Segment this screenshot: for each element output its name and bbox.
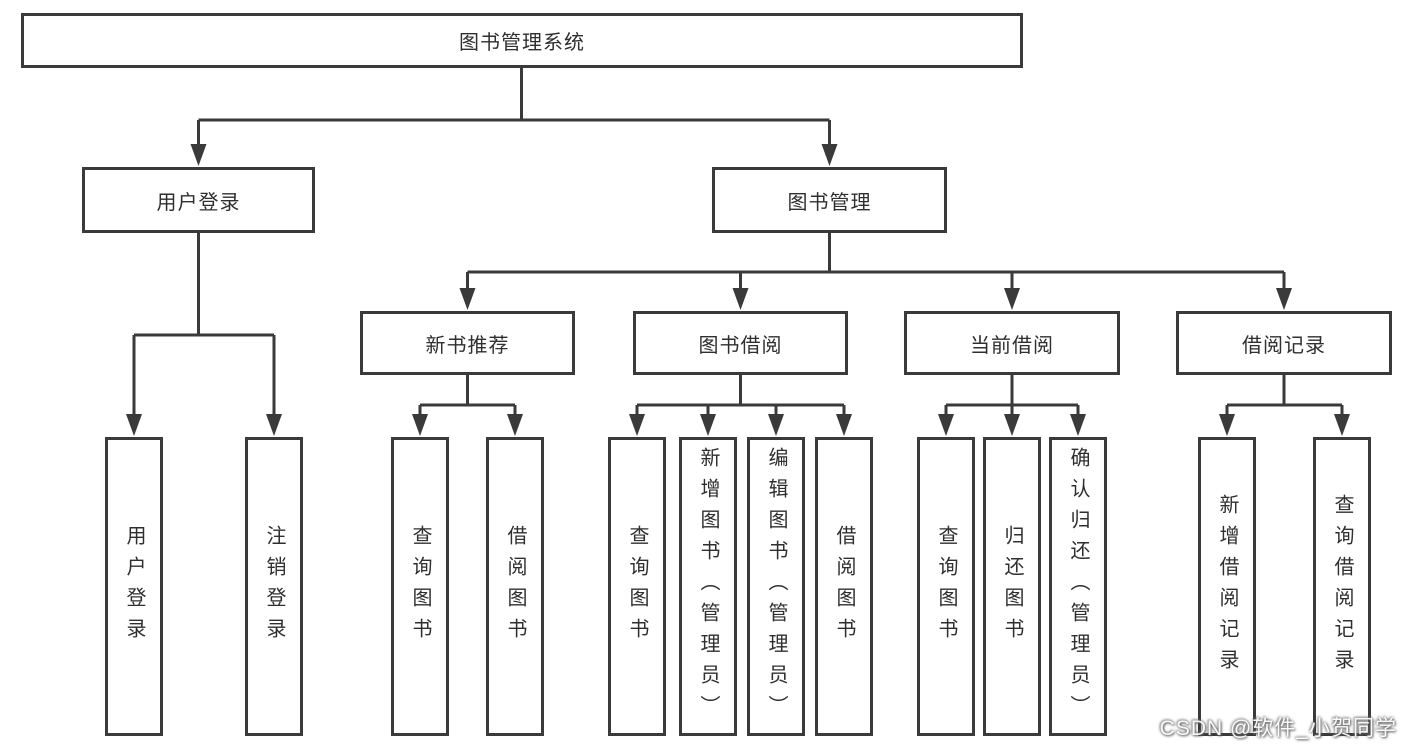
arrowhead-icon <box>768 414 784 436</box>
node-book-management: 图书管理 <box>712 167 947 233</box>
arrowhead-icon <box>700 414 716 436</box>
node-borrow-records: 借阅记录 <box>1176 311 1392 375</box>
node-label: 查询借阅记录 <box>1331 493 1353 680</box>
node-label: 新增图书（管理员） <box>697 447 719 726</box>
node-label: 查询图书 <box>409 524 431 649</box>
connector-line <box>466 233 1286 289</box>
node-label: 当前借阅 <box>970 334 1054 357</box>
arrowhead-icon <box>190 144 207 166</box>
node-label: 查询图书 <box>626 524 648 649</box>
leaf-borrow-books-recommend: 借阅图书 <box>486 437 544 736</box>
leaf-query-books-recommend: 查询图书 <box>391 437 449 736</box>
connector-line <box>418 375 517 415</box>
node-label: 图书管理系统 <box>459 32 585 54</box>
node-label: 借阅图书 <box>504 524 526 649</box>
arrowhead-icon <box>821 144 838 166</box>
node-label: 新书推荐 <box>425 334 510 357</box>
node-label: 用户登录 <box>156 191 241 214</box>
leaf-add-borrow-record: 新增借阅记录 <box>1198 437 1256 736</box>
node-label: 图书借阅 <box>698 334 783 357</box>
arrowhead-icon <box>266 414 282 436</box>
leaf-logout: 注销登录 <box>245 437 303 736</box>
leaf-return-books: 归还图书 <box>983 437 1041 736</box>
node-label: 确认归还（管理员） <box>1067 447 1089 726</box>
arrowhead-icon <box>938 414 954 436</box>
arrowhead-icon <box>459 288 476 310</box>
node-label: 借阅记录 <box>1242 334 1326 357</box>
leaf-user-login: 用户登录 <box>105 437 163 736</box>
node-new-book-recommend: 新书推荐 <box>360 311 575 375</box>
node-label: 图书管理 <box>787 191 872 214</box>
node-book-borrow: 图书借阅 <box>633 311 848 375</box>
node-current-borrow: 当前借阅 <box>904 311 1120 375</box>
node-label: 注销登录 <box>263 524 285 649</box>
node-user-login: 用户登录 <box>82 167 315 233</box>
connector-line <box>132 233 276 415</box>
node-label: 编辑图书（管理员） <box>765 447 787 726</box>
arrowhead-icon <box>412 414 428 436</box>
arrowhead-icon <box>629 414 645 436</box>
arrowhead-icon <box>126 414 142 436</box>
connector-line <box>1225 375 1344 415</box>
node-library-system: 图书管理系统 <box>21 13 1023 68</box>
csdn-watermark: CSDN @软件_小贺同学 <box>1159 717 1397 740</box>
arrowhead-icon <box>1219 414 1235 436</box>
connector-line <box>197 68 831 145</box>
connector-line <box>635 375 846 415</box>
node-label: 归还图书 <box>1001 524 1023 649</box>
leaf-edit-books-admin: 编辑图书（管理员） <box>747 437 805 736</box>
arrowhead-icon <box>1070 414 1086 436</box>
node-label: 新增借阅记录 <box>1216 493 1238 680</box>
leaf-borrow-books: 借阅图书 <box>815 437 873 736</box>
leaf-add-books-admin: 新增图书（管理员） <box>679 437 737 736</box>
arrowhead-icon <box>1334 414 1350 436</box>
node-label: 查询图书 <box>935 524 957 649</box>
node-label: 用户登录 <box>123 524 145 649</box>
arrowhead-icon <box>1004 414 1020 436</box>
leaf-query-books-current: 查询图书 <box>917 437 975 736</box>
connector-line <box>944 375 1080 415</box>
arrowhead-icon <box>1276 288 1292 310</box>
arrowhead-icon <box>1004 288 1020 310</box>
leaf-confirm-return-admin: 确认归还（管理员） <box>1049 437 1107 736</box>
arrowhead-icon <box>836 414 852 436</box>
node-label: 借阅图书 <box>833 524 855 649</box>
arrowhead-icon <box>507 414 523 436</box>
arrowhead-icon <box>732 288 749 310</box>
leaf-query-books-borrow: 查询图书 <box>608 437 666 736</box>
leaf-query-borrow-record: 查询借阅记录 <box>1313 437 1371 736</box>
